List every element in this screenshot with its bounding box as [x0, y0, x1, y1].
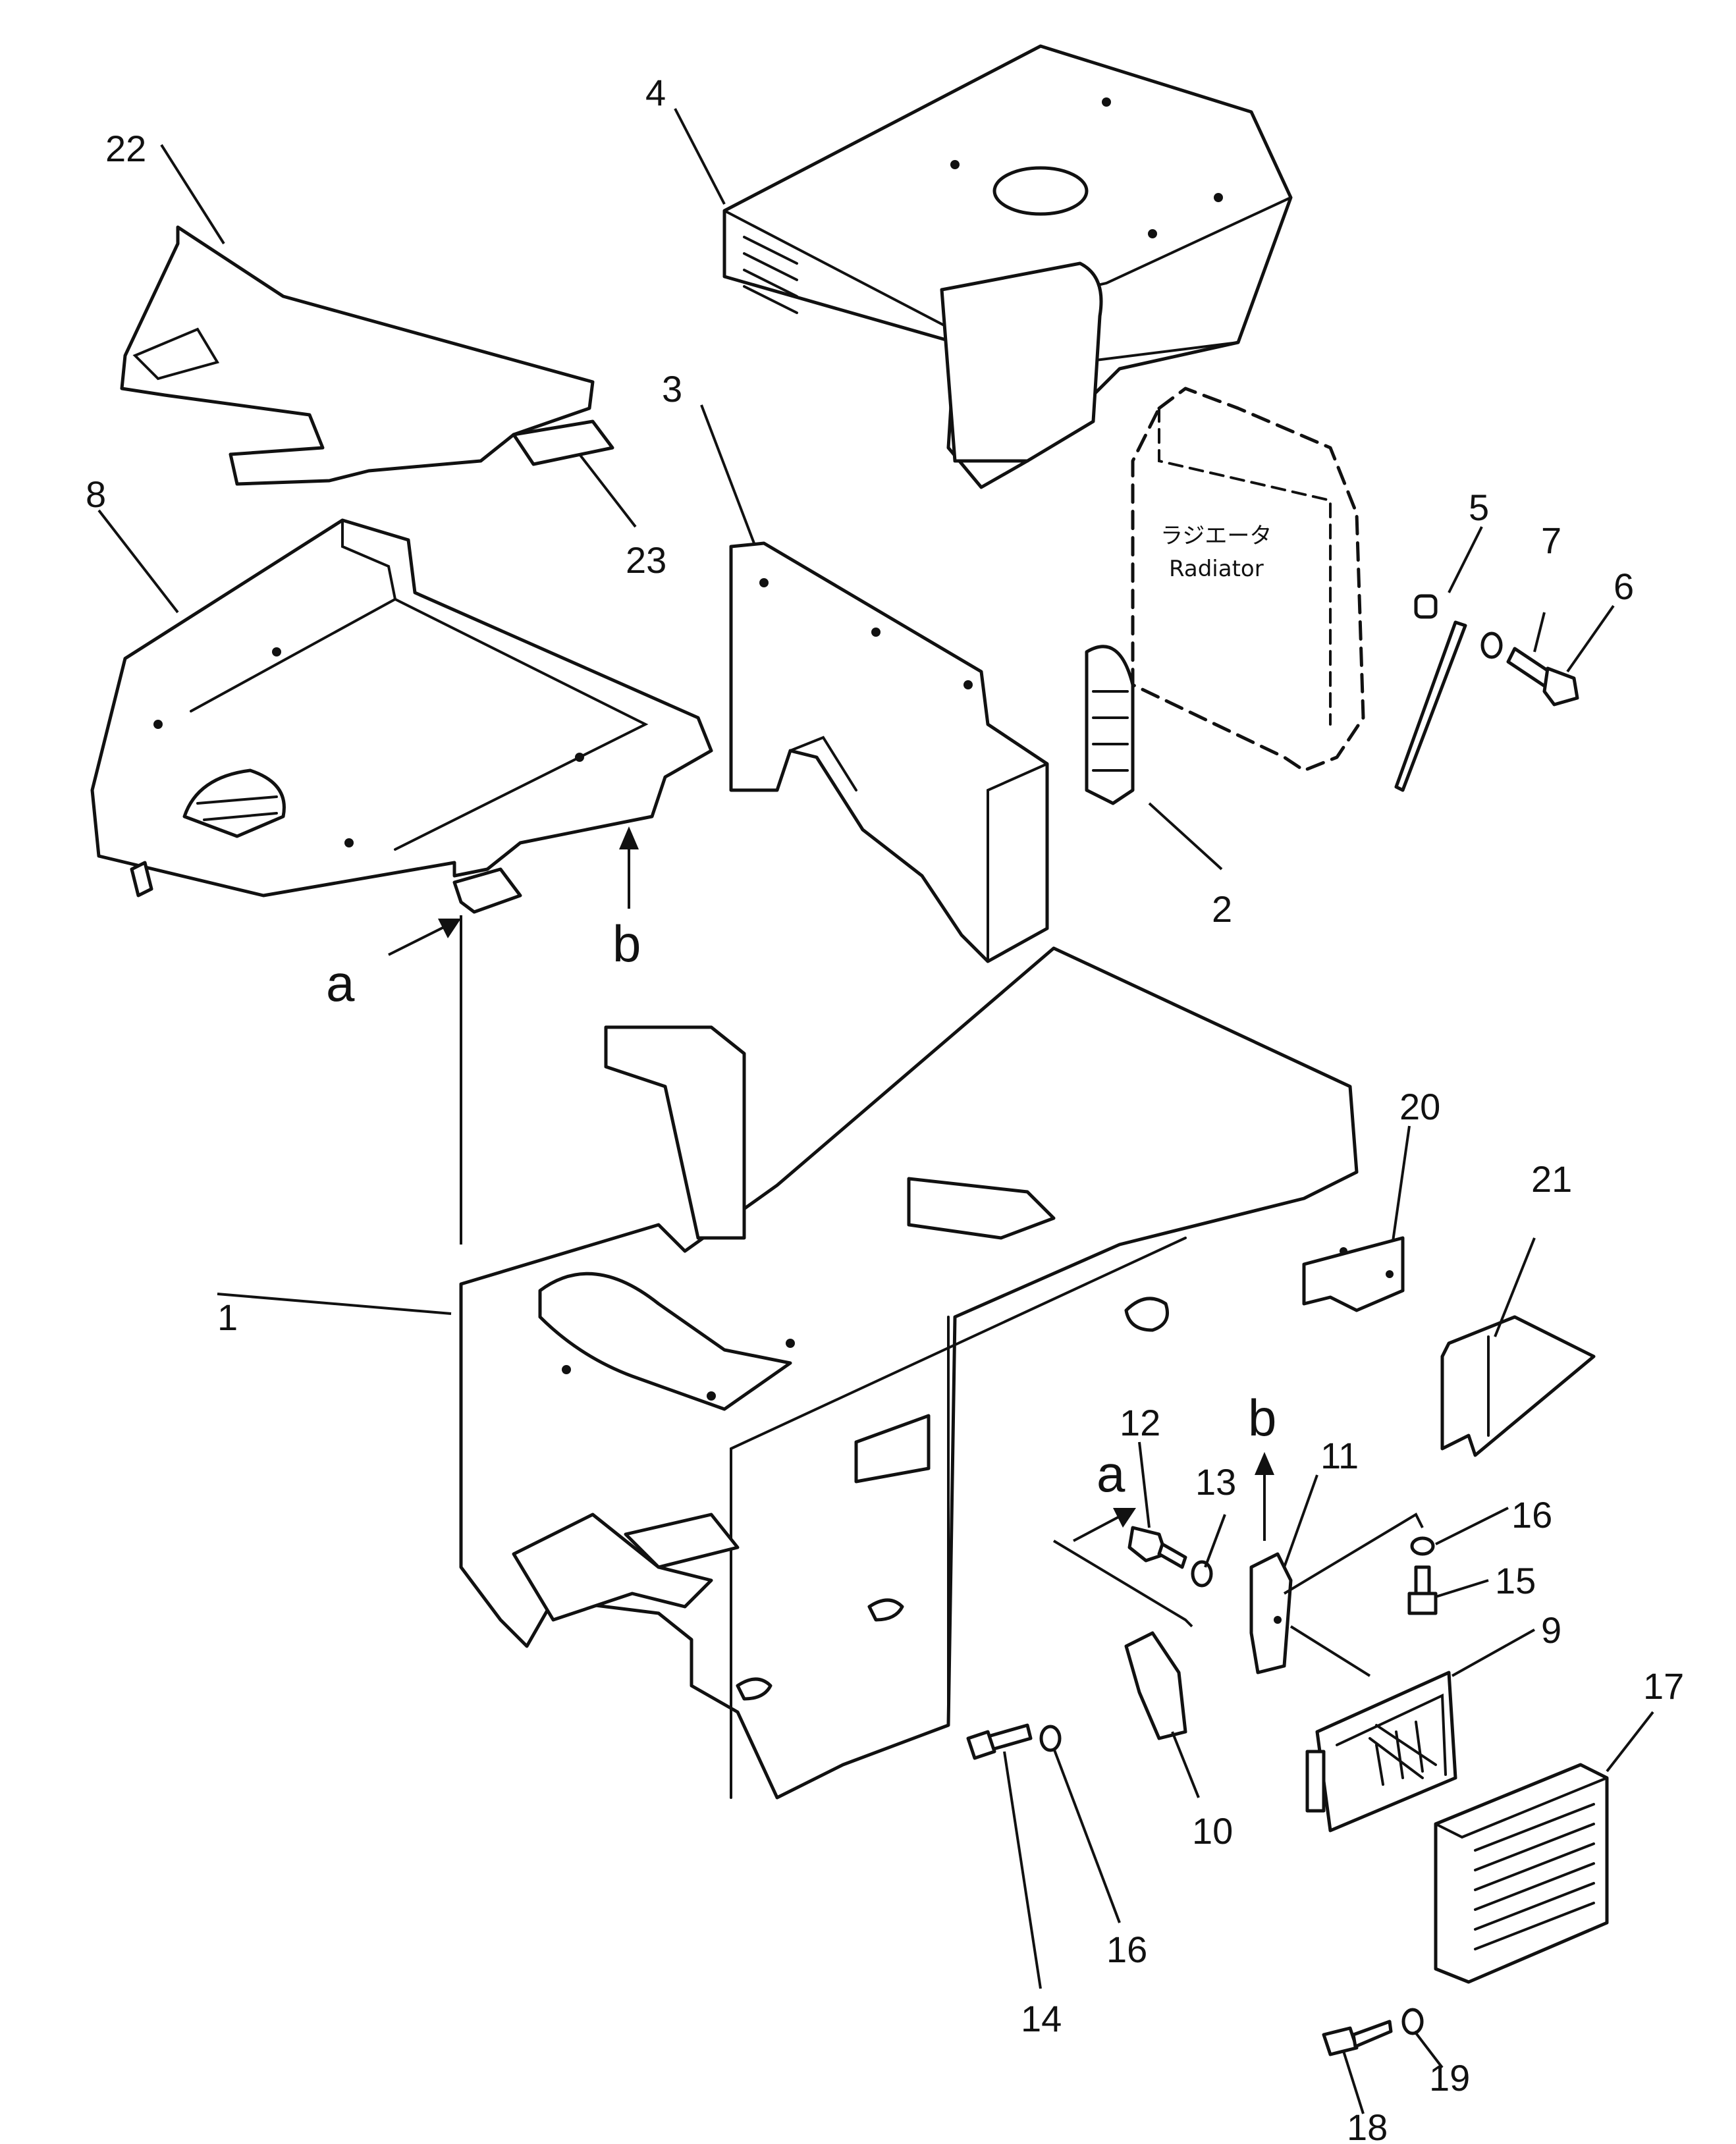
- callout-1: 1: [217, 1297, 238, 1338]
- callout-16-lower: 16: [1106, 1929, 1147, 1970]
- callout-3: 3: [662, 368, 682, 410]
- view-letter-a-upper: a: [326, 954, 355, 1012]
- callout-9: 9: [1541, 1609, 1561, 1651]
- radiator-guard: [1085, 645, 1135, 805]
- callout-4: 4: [645, 72, 666, 113]
- callout-12: 12: [1120, 1402, 1160, 1443]
- callout-5: 5: [1469, 487, 1489, 528]
- grille-filter: [1305, 1671, 1457, 1833]
- radiator-label-jp: ラジエータ: [1160, 523, 1272, 549]
- fasteners: [966, 1526, 1438, 1760]
- radiator-label-en: Radiator: [1169, 556, 1264, 582]
- view-letter-a-lower: a: [1097, 1445, 1126, 1503]
- callout-7: 7: [1541, 520, 1561, 561]
- view-letter-b-lower: b: [1248, 1389, 1276, 1447]
- louver-cover: [1434, 1763, 1609, 1984]
- partition-panel: [729, 541, 1049, 963]
- floor-frame: [90, 518, 713, 914]
- callout-21: 21: [1531, 1158, 1572, 1200]
- callout-14: 14: [1021, 1998, 1062, 2039]
- callout-2: 2: [1212, 888, 1232, 930]
- callout-13: 13: [1195, 1461, 1236, 1503]
- callout-17: 17: [1643, 1665, 1684, 1707]
- callout-11: 11: [1320, 1435, 1359, 1476]
- callout-10: 10: [1192, 1810, 1233, 1852]
- view-letter-b-upper: b: [612, 915, 641, 973]
- callout-15: 15: [1495, 1560, 1536, 1601]
- radiator-stay-hardware: [1394, 594, 1579, 792]
- louver-fasteners: [1322, 2008, 1424, 2056]
- callout-22: 22: [105, 128, 146, 169]
- bracket-cover: [1440, 1315, 1596, 1457]
- hood-cover: [722, 44, 1293, 489]
- floor-cover-plate: [120, 225, 614, 486]
- callout-18: 18: [1347, 2106, 1388, 2144]
- callout-20: 20: [1399, 1086, 1440, 1127]
- callout-8: 8: [86, 473, 106, 515]
- callout-19: 19: [1429, 2057, 1470, 2099]
- callout-23: 23: [626, 539, 666, 581]
- bracket-11: [1249, 1552, 1293, 1675]
- callout-16-upper: 16: [1511, 1494, 1552, 1536]
- bracket-10: [1124, 1631, 1187, 1740]
- hood-vent-slots: [743, 236, 798, 314]
- leader-lines: [97, 108, 1654, 2114]
- side-plate: [1302, 1236, 1405, 1312]
- radiator-reference: ラジエータ Radiator: [1131, 387, 1365, 772]
- callout-6: 6: [1614, 566, 1634, 607]
- main-frame: [459, 946, 1359, 1800]
- callout-numbers: 1 2 3 4 5 6 7 8 9 10 11 12 13 14 15 16 1…: [86, 72, 1684, 2144]
